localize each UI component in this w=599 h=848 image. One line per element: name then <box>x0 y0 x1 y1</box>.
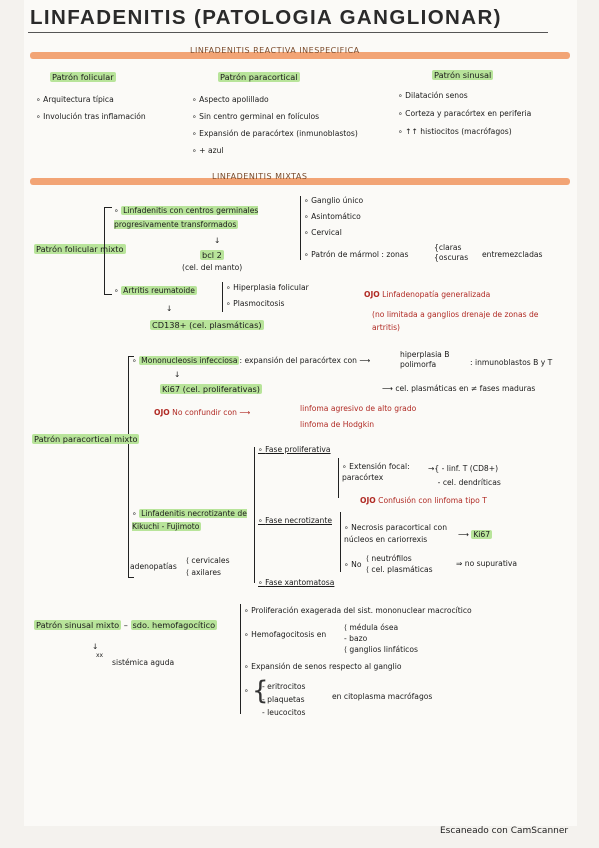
bracket-line <box>254 447 255 583</box>
arrow-down-icon: ↓ <box>174 370 181 379</box>
section2-heading: LINFADENITIS MIXTAS <box>212 172 308 181</box>
cell-list: - eritrocitos- plaquetas- leucocitos <box>262 682 306 717</box>
section1-heading: LINFADENITIS REACTIVA INESPECIFICA <box>190 46 360 55</box>
s1-col3-item: ∘ Corteza y paracórtex en periferia <box>398 109 532 118</box>
divider-line <box>222 282 223 312</box>
feature-item: ∘ Hiperplasia folicular <box>226 283 309 292</box>
fase-proliferativa: ∘ Fase proliferativa <box>258 445 331 454</box>
bracket-line <box>240 604 241 714</box>
hiperplasia-label: hiperplasia B polimorfa <box>400 350 450 369</box>
arrow-down-icon: ↓ <box>214 236 221 245</box>
confusion-note: OJO Confusión con linfoma tipo T <box>360 496 487 505</box>
sistemica-label: sistémica aguda <box>112 658 175 667</box>
ojo-note-body: (no limitada a ganglios drenaje de zonas… <box>372 310 539 332</box>
necrosis-item: ∘ Necrosis paracortical con núcleos en c… <box>344 523 448 544</box>
title-underline <box>28 32 548 33</box>
fase-necrotizante: ∘ Fase necrotizante <box>258 516 332 525</box>
s1-col2-item: ∘ Aspecto apolillado <box>192 95 269 104</box>
ki67-label: Ki67 (cel. proliferativas) <box>160 384 262 394</box>
s1-col3-item: ∘ Dilatación senos <box>398 91 468 100</box>
bullet-icon: ∘ <box>244 686 249 695</box>
s1-col1-title: Patrón folicular <box>50 72 116 82</box>
section1-bar <box>30 52 570 59</box>
feature-item: ∘ Asintomático <box>304 212 361 221</box>
arrow-down-icon: ↓ <box>92 642 99 651</box>
fase1-list: →{ - linf. T (CD8+) - cel. dendríticas <box>428 464 501 487</box>
no-supurativa: ⇒ no supurativa <box>456 559 518 568</box>
bracket-line <box>128 577 134 578</box>
s1-col2-item: ∘ Expansión de paracórtex (inmunoblastos… <box>192 129 358 138</box>
plasmaticas-line: ⟶ cel. plasmáticas en ≠ fases maduras <box>382 384 536 393</box>
divider-line <box>300 196 301 260</box>
linfoma-item: linfoma de Hodgkin <box>300 420 375 429</box>
divider-line <box>340 512 341 572</box>
s1-col3-title: Patrón sinusal <box>432 70 494 80</box>
hemofagocitosis-list: ⟨ médula ósea- bazo⟨ ganglios linfáticos <box>344 623 418 654</box>
bracket-line <box>104 294 112 295</box>
zonas-list: {claras{oscuras <box>434 243 469 262</box>
no-list: ⟨ neutrófilos⟨ cel. plasmáticas <box>366 554 433 574</box>
sinusal-item: ∘ Expansión de senos respecto al ganglio <box>244 662 402 671</box>
citoplasma-label: en citoplasma macrófagos <box>332 692 433 701</box>
ki67b-line: ⟶ Ki67 <box>458 530 493 539</box>
ojo-note: OJO Linfadenopatía generalizada <box>364 290 491 299</box>
adenopatias-label: adenopatías <box>130 562 177 571</box>
lcgpt-label: ∘ Linfadenitis con centros germinales pr… <box>114 206 259 229</box>
arrow-down-icon: ↓ <box>166 304 173 313</box>
sinusal-item: ∘ Hemofagocitosis en <box>244 630 327 639</box>
xx-mark: xx <box>96 652 104 659</box>
bracket-line <box>128 356 134 357</box>
zonas-suffix: entremezcladas <box>482 250 543 259</box>
feature-item: ∘ Cervical <box>304 228 342 237</box>
sinusal-item: ∘ Proliferación exagerada del sist. mono… <box>244 606 472 615</box>
bracket-line <box>128 356 129 578</box>
s1-col2-title: Patrón paracortical <box>218 72 300 82</box>
linfoma-item: linfoma agresivo de alto grado <box>300 404 417 413</box>
inmunoblastos-label: : inmunoblastos B y T <box>470 358 553 367</box>
s1-col2-item: ∘ Sin centro germinal en folículos <box>192 112 320 121</box>
cd138-label: CD138+ (cel. plasmáticas) <box>150 320 264 330</box>
feature-item: ∘ Patrón de mármol : zonas <box>304 250 409 259</box>
page-title: LINFADENITIS (PATOLOGIA GANGLIONAR) <box>30 6 502 29</box>
confundir-note: OJO No confundir con ⟶ <box>154 408 251 417</box>
folicular-mixto-label: Patrón folicular mixto <box>34 244 126 254</box>
s1-col3-item: ∘ ↑↑ histiocitos (macrófagos) <box>398 127 512 136</box>
mono-line: ∘ Mononucleosis infecciosa: expansión de… <box>132 356 371 365</box>
adenopatias-list: ⟨ cervicales⟨ axilares <box>186 556 230 577</box>
fase-xantomatosa: ∘ Fase xantomatosa <box>258 578 335 587</box>
no-item: ∘ No <box>344 560 362 569</box>
bcl2-note: (cel. del manto) <box>182 263 243 272</box>
camscanner-footer: Escaneado con CamScanner <box>440 826 569 836</box>
s1-col1-item: ∘ Arquitectura típica <box>36 95 114 104</box>
bracket-line <box>104 207 105 295</box>
paracortical-mixto-label: Patrón paracortical mixto <box>32 434 140 444</box>
artritis-label: ∘ Artritis reumatoide <box>114 286 197 295</box>
feature-item: ∘ Plasmocitosis <box>226 299 285 308</box>
feature-item: ∘ Ganglio único <box>304 196 364 205</box>
divider-line <box>338 458 339 498</box>
section2-bar <box>30 178 570 185</box>
bracket-line <box>104 207 112 208</box>
notebook-page <box>24 0 577 826</box>
kikuchi-label: ∘ Linfadenitis necrotizante de Kikuchi -… <box>132 509 247 531</box>
extension-focal: ∘ Extensión focal: paracórtex <box>342 462 410 482</box>
bcl2-label: bcl 2 <box>200 250 224 260</box>
brace-icon: { <box>252 676 269 706</box>
s1-col2-item: ∘ + azul <box>192 146 224 155</box>
s1-col1-item: ∘ Involución tras inflamación <box>36 112 146 121</box>
sinusal-mixto-label: Patrón sinusal mixto – sdo. hemofagocíti… <box>34 620 218 630</box>
